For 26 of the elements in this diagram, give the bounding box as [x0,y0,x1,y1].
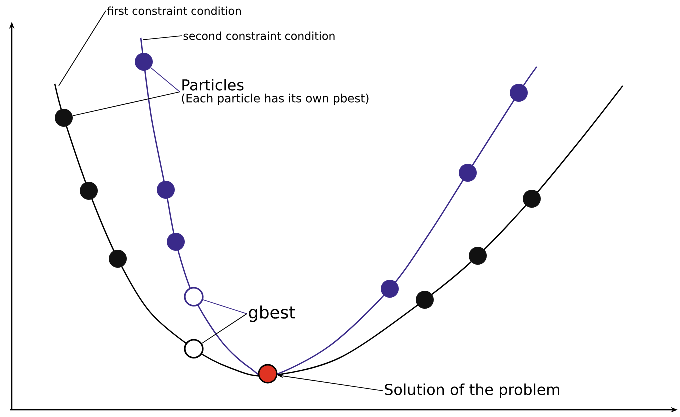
particle-dot [523,190,541,208]
particle-dot [167,233,185,251]
particle-ring [184,339,204,359]
particle-dot [157,181,175,199]
particle-dot [109,250,127,268]
annotation-label: Particles (Each particle has its own pbest) [182,79,369,105]
annotation-label: Solution of the problem [385,384,560,398]
annotation-label: first constraint condition [107,6,242,16]
leader-line [58,10,106,86]
particle-dot [135,53,153,71]
particle-dot [55,109,73,127]
leader-line [150,68,180,92]
particle-ring [184,287,204,307]
particle-dot [80,182,98,200]
annotation-label: gbest [249,306,296,322]
particle-dot [381,280,399,298]
particle-dot [469,247,487,265]
leader-line [202,314,248,344]
leader-line [202,300,248,314]
leader-line [142,36,182,40]
particle-dot [510,84,528,102]
particle-dot [459,164,477,182]
solution-dot [258,364,278,384]
particle-dot [416,291,434,309]
leader-line [72,92,180,116]
annotation-label: second constraint condition [184,32,335,40]
